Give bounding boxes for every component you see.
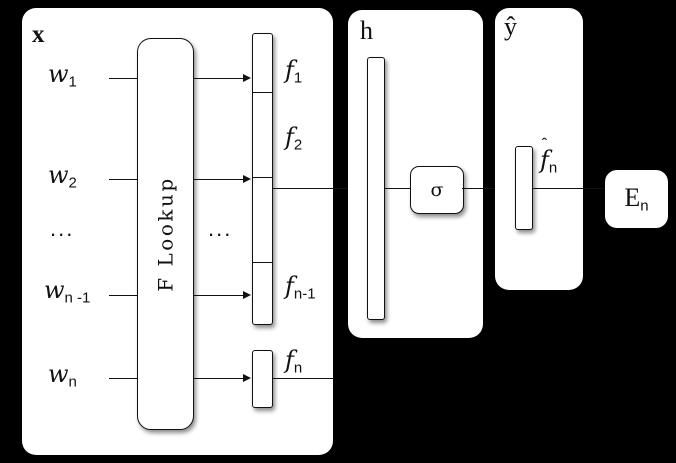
feature-label-f1-sub: 1 <box>293 69 303 87</box>
input-label-w2-sub: 2 <box>68 174 77 192</box>
hidden-layer-bar[interactable] <box>367 57 385 320</box>
feature-lookup-box[interactable]: F Lookup <box>137 38 194 430</box>
output-panel-title: ŷ <box>504 12 517 41</box>
arrowhead-to-fn <box>243 373 251 382</box>
connector-wn-1-to-lookup <box>109 295 139 296</box>
connector-wn-to-lookup <box>109 378 139 379</box>
arrowhead-to-fn-1 <box>243 290 251 299</box>
prediction-label-sub: n <box>548 159 558 177</box>
connector-w1-to-lookup <box>109 78 139 79</box>
prediction-hat-wrapper: ˆ f <box>540 136 549 174</box>
sigmoid-activation-label: σ <box>430 179 444 201</box>
connector-lookup-to-f1 <box>193 78 244 79</box>
input-ellipsis: ... <box>50 216 75 241</box>
output-to-error-line <box>533 188 605 189</box>
feature-label-f2: f2 <box>285 125 302 153</box>
input-label-w1: w1 <box>48 62 77 90</box>
input-label-wn-1: wn -1 <box>44 278 90 306</box>
output-layer-bar[interactable] <box>515 146 533 230</box>
feature-vector-segment-1 <box>253 34 272 93</box>
feature-vector-cell-fn[interactable] <box>252 350 273 408</box>
feature-label-fn-1: fn-1 <box>285 274 316 302</box>
input-label-w1-sub: 1 <box>68 73 77 91</box>
error-box-content: En <box>624 182 649 215</box>
feature-label-fn: fn <box>285 348 302 376</box>
feature-vector-segment-3 <box>253 178 272 263</box>
feature-label-f1: f1 <box>285 58 302 86</box>
input-label-w2: w2 <box>48 163 77 191</box>
input-label-w2-base: w <box>48 161 69 189</box>
feature-label-f2-base: f <box>285 123 294 151</box>
input-label-wn-sub: n <box>68 373 77 391</box>
error-box-sub: n <box>640 197 649 215</box>
sigma-to-output-line <box>462 188 512 189</box>
prediction-label-base: f <box>540 146 549 174</box>
feature-vector-segment-2 <box>253 93 272 178</box>
arrowhead-to-f1 <box>243 73 251 82</box>
fn-flow-line <box>272 378 334 379</box>
input-label-wn-1-sub: n -1 <box>64 289 91 307</box>
input-label-wn: wn <box>48 362 77 390</box>
feature-label-fn-1-base: f <box>285 272 294 300</box>
input-label-wn-1-base: w <box>44 276 65 304</box>
prediction-label-fn-hat: ˆ f n <box>540 136 558 177</box>
feature-label-fn-base: f <box>285 346 294 374</box>
input-label-wn-base: w <box>48 360 69 388</box>
feature-lookup-label: F Lookup <box>153 176 178 292</box>
feature-vector-bar[interactable] <box>252 33 273 325</box>
feature-label-fn-sub: n <box>293 359 303 377</box>
connector-lookup-to-f2 <box>193 179 244 180</box>
sigmoid-activation-box[interactable]: σ <box>410 166 464 214</box>
feature-label-f1-base: f <box>285 56 294 84</box>
main-flow-line-segment-1 <box>272 188 363 189</box>
input-label-w1-base: w <box>48 60 69 88</box>
hidden-to-sigma-line <box>385 188 410 189</box>
prediction-hat-mark: ˆ <box>541 135 548 154</box>
lookup-column-ellipsis: ... <box>208 216 233 241</box>
arrowhead-to-f2 <box>243 174 251 183</box>
feature-label-f2-sub: 2 <box>293 136 303 154</box>
connector-lookup-to-fn <box>193 378 244 379</box>
error-box-base: E <box>624 182 641 212</box>
connector-w2-to-lookup <box>109 179 139 180</box>
hidden-panel-title: h <box>360 16 373 45</box>
connector-lookup-to-fn-1 <box>193 295 244 296</box>
error-box-En[interactable]: En <box>605 170 668 228</box>
output-panel-yhat <box>495 8 583 290</box>
input-panel-title: x <box>32 21 45 48</box>
feature-label-fn-1-sub: n-1 <box>293 285 316 303</box>
